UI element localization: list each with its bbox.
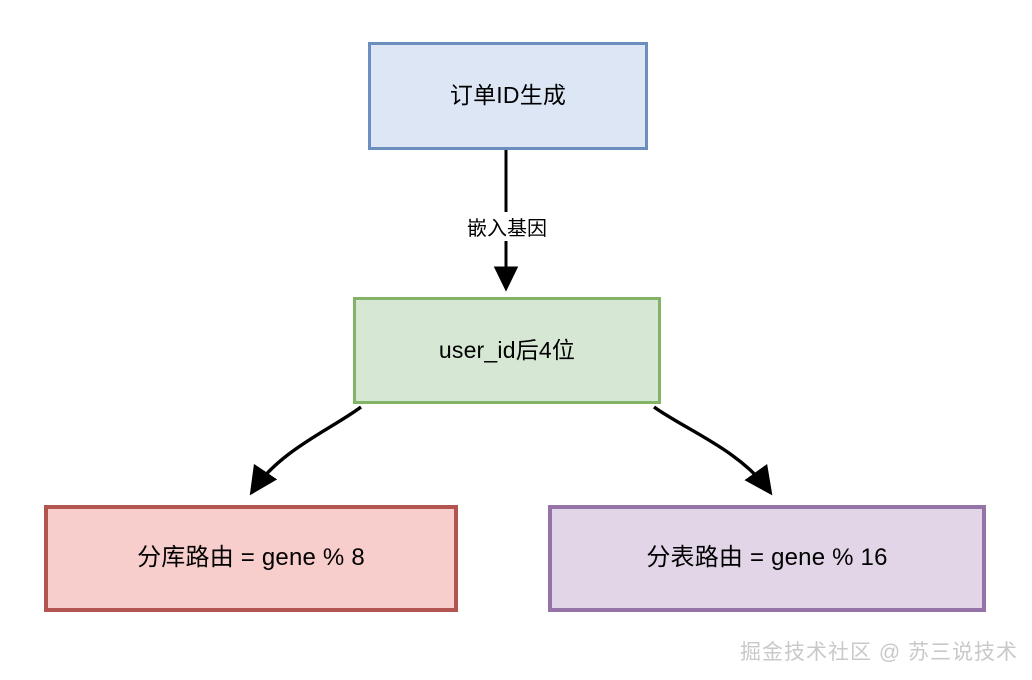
edge-user-gene-to-db-route (249, 405, 363, 496)
edge-user-gene-to-table-route (653, 405, 773, 496)
node-database-route-label: 分库路由 = gene % 8 (137, 544, 365, 572)
node-user-id-gene[interactable]: user_id后4位 (353, 297, 661, 404)
node-database-route[interactable]: 分库路由 = gene % 8 (44, 505, 458, 612)
node-order-id-generation[interactable]: 订单ID生成 (368, 42, 648, 150)
node-table-route-label: 分表路由 = gene % 16 (646, 544, 888, 572)
node-table-route[interactable]: 分表路由 = gene % 16 (548, 505, 986, 612)
watermark: 掘金技术社区 @ 苏三说技术 (740, 641, 1018, 664)
node-user-id-gene-label: user_id后4位 (438, 336, 576, 363)
edge-label-embed-gene: 嵌入基因 (452, 212, 562, 241)
node-order-id-generation-label: 订单ID生成 (449, 82, 567, 109)
